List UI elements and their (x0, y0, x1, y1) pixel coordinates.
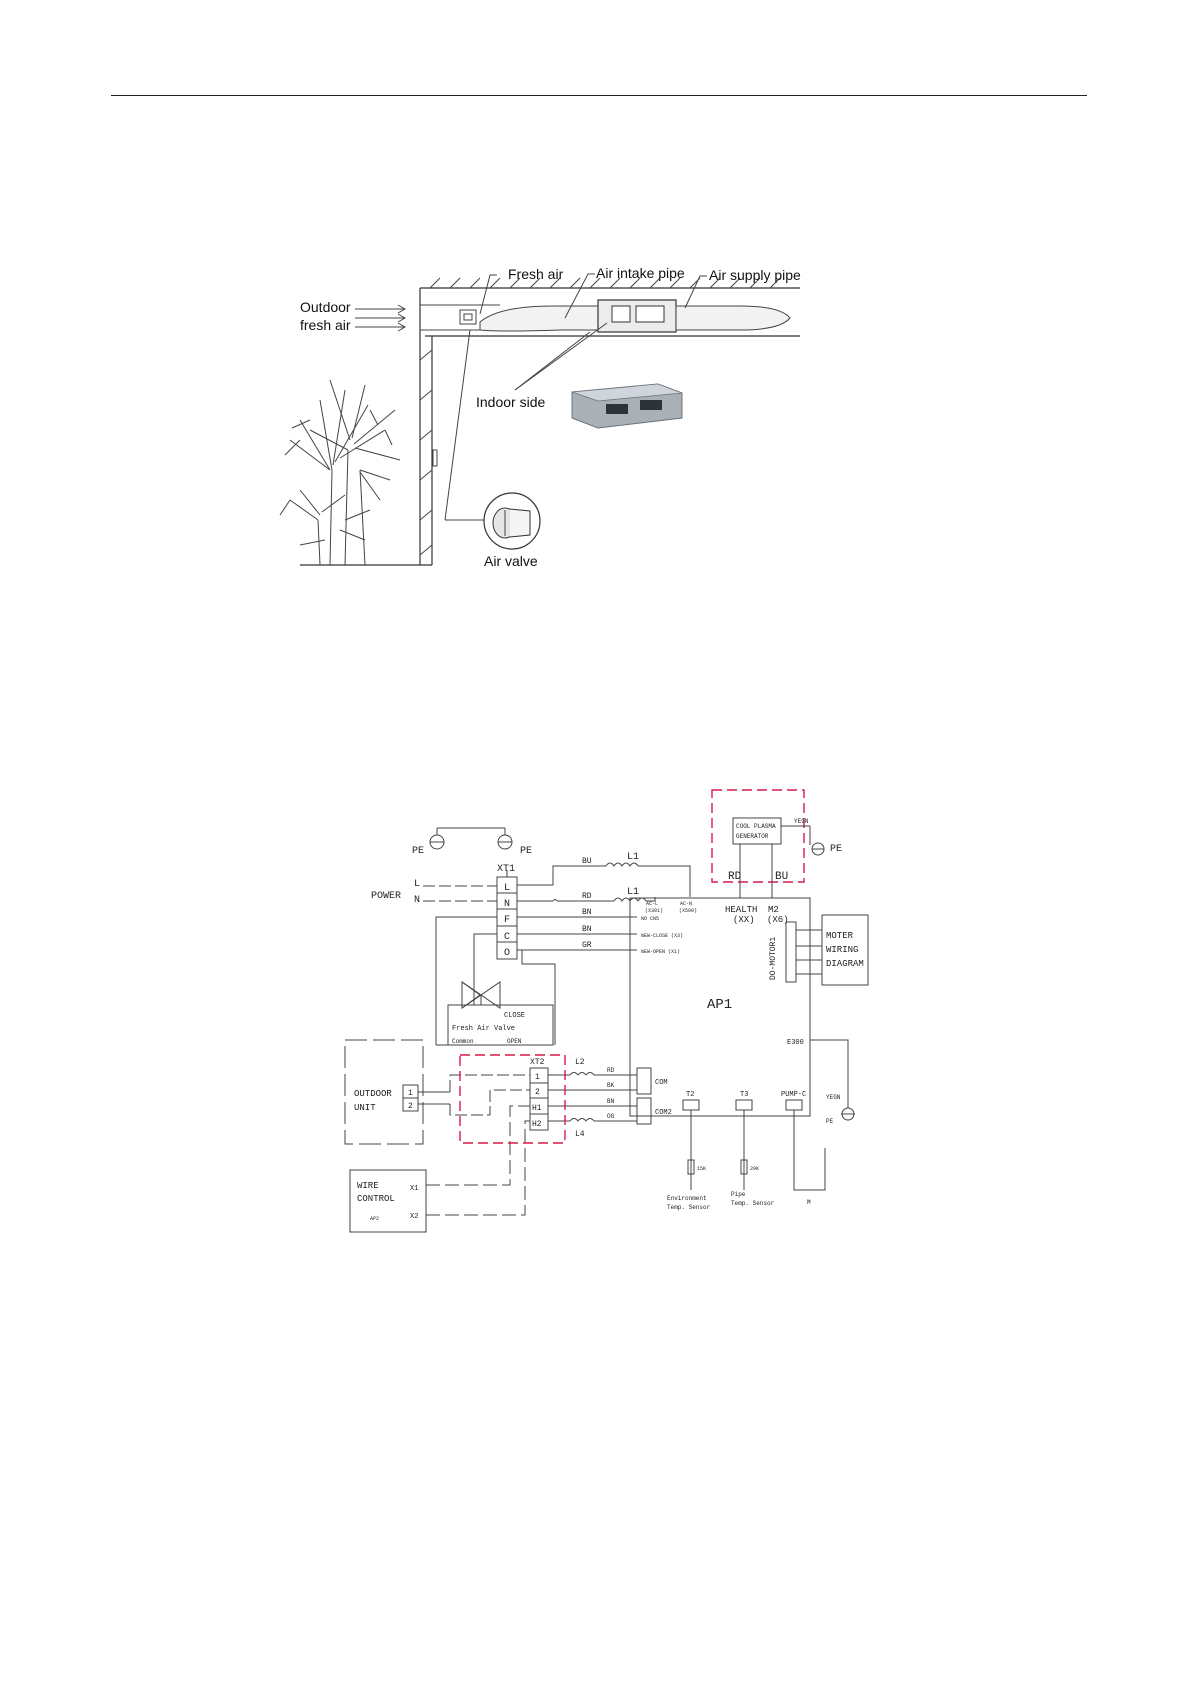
label-indoor-side: Indoor side (476, 394, 545, 410)
t3-label: T3 (740, 1091, 748, 1099)
outdoor-terminal-2: 2 (408, 1102, 413, 1111)
new-open-label: NEW-OPEN (X1) (641, 949, 680, 955)
power-label: POWER (371, 891, 401, 902)
label-air-valve: Air valve (484, 553, 538, 569)
xt1-terminal-c: C (504, 932, 510, 943)
yegn-top-label: YEGN (794, 818, 809, 825)
fresh-air-installation-diagram: Outdoor fresh air Fresh air Air intake p… (279, 265, 801, 569)
generator-rd-label: RD (728, 871, 742, 883)
wire-bn-2-label: BN (582, 925, 592, 934)
label-outdoor: Outdoor (300, 299, 351, 315)
outdoor-unit-line1: OUTDOOR (354, 1089, 392, 1099)
t2-resistance: 15K (697, 1166, 706, 1172)
t3-resistance: 20K (750, 1166, 759, 1172)
m2-label: M2 (768, 905, 779, 915)
wire-bn-1-label: BN (582, 908, 592, 917)
yegn-right-label: YEGN (826, 1094, 841, 1101)
indoor-unit-image (571, 383, 683, 429)
label-fresh-air: Fresh air (508, 266, 564, 282)
valve-common-label: Common (452, 1038, 474, 1045)
xt1-terminal-o: O (504, 948, 510, 959)
pipe-sensor-line2: Temp. Sensor (731, 1200, 775, 1207)
env-sensor-line1: Environment (667, 1195, 707, 1202)
new-close-label: NEW-CLOSE (X3) (641, 933, 683, 939)
x2-label: X2 (410, 1213, 418, 1221)
xt2-terminal-h1: H1 (532, 1104, 542, 1113)
outdoor-terminal-1: 1 (408, 1089, 413, 1098)
ap1-label: AP1 (707, 997, 732, 1013)
ceiling-slab (420, 277, 800, 337)
xt1-label: XT1 (497, 864, 515, 875)
pe-right-bottom-label: PE (826, 1118, 834, 1125)
pe-generator-label: PE (830, 844, 842, 855)
wire-rd-label: RD (582, 892, 592, 901)
generator-bu-label: BU (775, 871, 788, 883)
wire-control-line1: WIRE (357, 1181, 379, 1191)
e300-label: E300 (787, 1039, 804, 1047)
xt2-terminal-2: 2 (535, 1088, 540, 1097)
xt2-wire-bk: BK (607, 1082, 615, 1089)
l2-label: L2 (575, 1058, 585, 1067)
cold-plasma-line1: COOL PLASMA (736, 823, 776, 830)
leader-lines (444, 273, 707, 521)
power-l-label: L (414, 879, 420, 890)
xt2-wire-rd: RD (607, 1067, 615, 1074)
cold-plasma-line2: GENERATOR (736, 833, 769, 840)
com-label: COM (655, 1079, 668, 1087)
xt2-wire-bn: BN (607, 1098, 615, 1105)
x1-label: X1 (410, 1185, 418, 1193)
pipe-sensor-line1: Pipe (731, 1191, 746, 1198)
ac-n-label: AC-N (680, 901, 692, 907)
wiring-lines (344, 827, 869, 1233)
label-air-supply-pipe: Air supply pipe (709, 267, 801, 283)
ac-l-code: (X301) (645, 908, 663, 914)
xt2-label: XT2 (530, 1058, 545, 1067)
wall (300, 288, 438, 566)
wire-control-line2: CONTROL (357, 1194, 395, 1204)
wire-control-ap: AP2 (370, 1216, 379, 1222)
label-air-intake-pipe: Air intake pipe (596, 265, 685, 281)
power-n-label: N (414, 895, 420, 906)
pe-right-label: PE (520, 846, 532, 857)
plasma-generator-highlight (711, 789, 805, 883)
env-sensor-line2: Temp. Sensor (667, 1204, 711, 1211)
com2-label: COM2 (655, 1109, 672, 1117)
xt1-terminal-f: F (504, 915, 510, 926)
valve-open-label: OPEN (507, 1038, 522, 1045)
motor-wiring-line2: WIRING (826, 945, 858, 955)
pump-label: PUMP-C (781, 1091, 806, 1099)
pump-m-label: M (807, 1199, 811, 1206)
no-cn5-label: NO CN5 (641, 916, 659, 922)
l1-top-label: L1 (627, 852, 639, 863)
ac-n-code: (X500) (679, 908, 697, 914)
motor-wiring-line1: MOTER (826, 931, 854, 941)
health-label: HEALTH (725, 905, 757, 915)
outdoor-unit-line2: UNIT (354, 1103, 376, 1113)
cold-plasma-generator (732, 817, 825, 898)
motor-wiring-line3: DIAGRAM (826, 959, 864, 969)
l1-bottom-label: L1 (627, 887, 639, 898)
plant-illustration (279, 379, 401, 566)
m2-code: (X6) (767, 915, 789, 925)
l4-label: L4 (575, 1130, 585, 1139)
xt2-highlight (459, 1054, 566, 1144)
header-rule (111, 95, 1087, 96)
air-valve-icon (483, 492, 541, 550)
xt2-terminal-1: 1 (535, 1073, 540, 1082)
xt1-terminal-l: L (504, 883, 510, 894)
xt1-terminal-n: N (504, 899, 510, 910)
ac-l-label: AC-L (646, 901, 658, 907)
health-code: (XX) (733, 915, 755, 925)
label-fresh-air-line2: fresh air (300, 317, 351, 333)
valve-close-label: CLOSE (504, 1012, 525, 1020)
xt2-wire-og: OG (607, 1113, 615, 1120)
valve-label: Fresh Air Valve (452, 1025, 515, 1033)
t2-label: T2 (686, 1091, 694, 1099)
do-motor-label: DO-MOTOR1 (769, 937, 778, 980)
pe-left-label: PE (412, 846, 424, 857)
wire-gr-label: GR (582, 941, 592, 950)
xt2-terminal-h2: H2 (532, 1120, 542, 1129)
wire-bu-label: BU (582, 857, 592, 866)
